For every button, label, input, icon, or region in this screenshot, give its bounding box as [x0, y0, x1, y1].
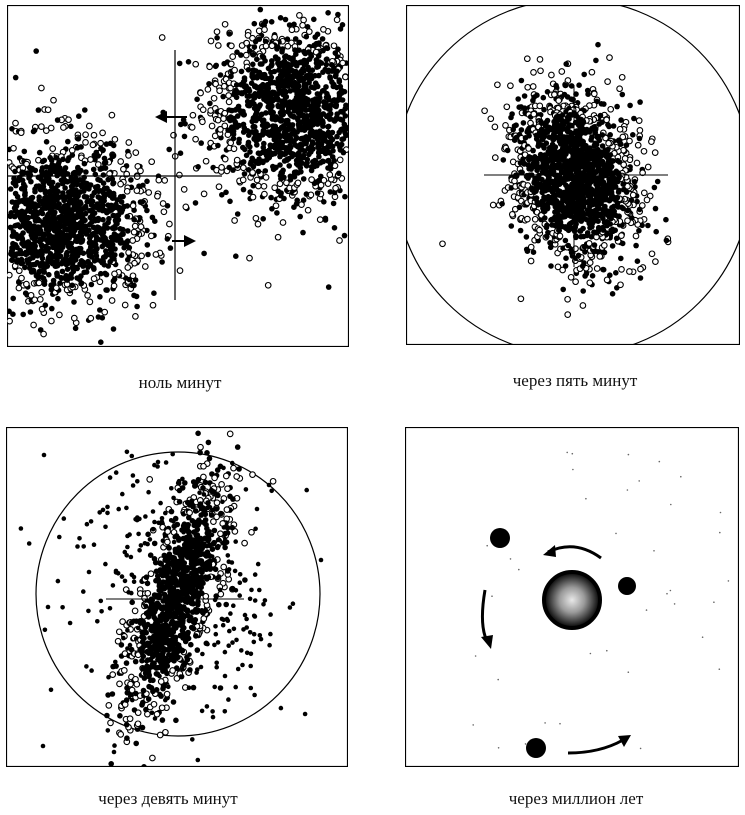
arrow-right-icon — [172, 235, 196, 247]
panel-nine-minutes — [6, 427, 348, 767]
central-body — [544, 572, 600, 628]
orbit-arrow-top-icon — [543, 545, 602, 560]
orbit-arrow-bottom-icon — [567, 735, 631, 755]
collision-diagram-nine — [6, 427, 348, 767]
stretched-cluster — [18, 430, 324, 767]
collision-diagram-five — [406, 5, 740, 345]
panel-five-minutes — [406, 5, 740, 345]
orbit-arrow-left-icon — [480, 589, 493, 649]
panel-frame — [406, 5, 740, 345]
satellite-top-left — [490, 528, 510, 548]
caption-five-minutes: через пять минут — [512, 371, 638, 390]
boundary-circle — [35, 451, 321, 737]
merging-cluster — [439, 41, 672, 318]
caption-million-years: через миллион лет — [508, 789, 644, 808]
caption-nine-minutes: через девять минут — [98, 789, 238, 808]
caption-zero-minutes: ноль минут — [138, 373, 222, 392]
central-body-rim — [542, 570, 602, 630]
panel-frame — [6, 427, 348, 767]
panel-frame — [405, 427, 739, 767]
collision-diagram-final — [405, 427, 739, 767]
arrow-left-icon — [155, 111, 187, 123]
panel-million-years — [405, 427, 739, 767]
panel-zero-minutes — [7, 5, 349, 347]
satellite-right — [618, 577, 636, 595]
satellite-bottom — [526, 738, 546, 758]
debris-specks — [472, 451, 730, 750]
collision-diagram-start — [7, 5, 349, 347]
